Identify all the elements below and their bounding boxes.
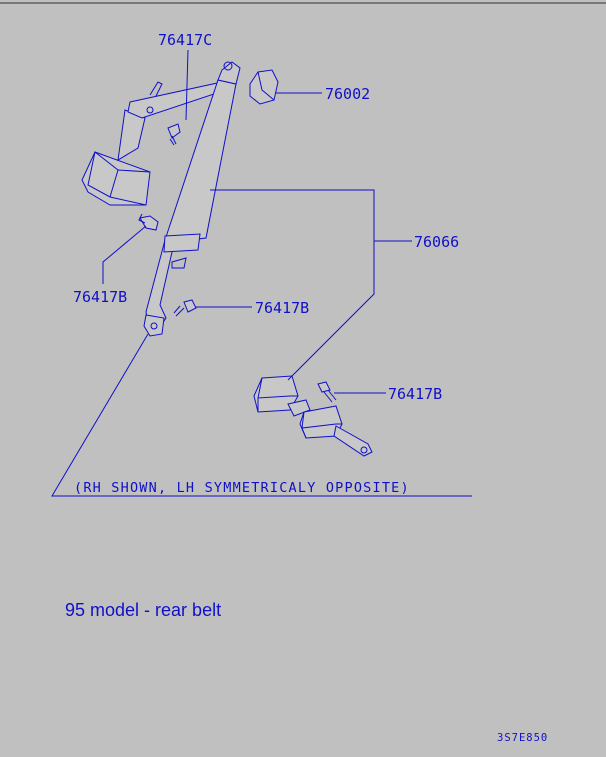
callout-76417b-mid: 76417B xyxy=(255,299,309,317)
bolt-c5 xyxy=(173,299,197,317)
retractor-part xyxy=(81,81,227,206)
leader-lines xyxy=(51,49,472,497)
callout-76002: 76002 xyxy=(325,85,370,103)
model-caption: 95 model - rear belt xyxy=(65,600,222,620)
drawing-code: 3S7E850 xyxy=(497,732,548,744)
callout-76066: 76066 xyxy=(414,233,459,251)
callout-76417b-left: 76417B xyxy=(73,288,127,306)
bolt-c6 xyxy=(317,381,337,403)
symmetry-note: (RH SHOWN, LH SYMMETRICALY OPPOSITE) xyxy=(74,480,410,496)
webbing-part xyxy=(143,61,241,337)
buckle-part xyxy=(253,375,373,457)
bolt-c1 xyxy=(167,123,181,146)
callout-76417c: 76417C xyxy=(158,31,212,49)
bolt-c4 xyxy=(138,213,159,231)
callout-76417b-buckle: 76417B xyxy=(388,385,442,403)
cover-part xyxy=(249,69,279,105)
